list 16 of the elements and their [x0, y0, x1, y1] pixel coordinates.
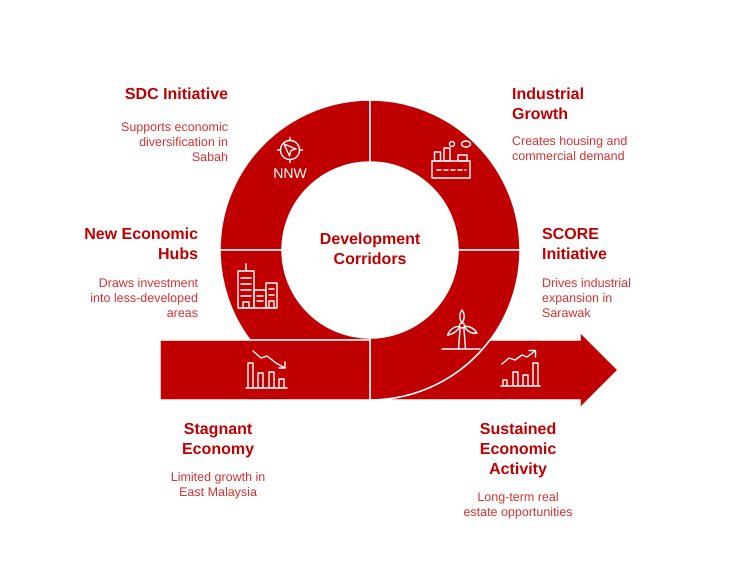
stage-description: Long-term real estate opportunities	[462, 490, 574, 520]
stage-heading: Stagnant Economy	[180, 420, 255, 460]
band-segment	[160, 340, 370, 400]
arrow-segment	[370, 332, 618, 408]
stage-description: Limited growth in East Malaysia	[170, 470, 266, 500]
center-title: Development Corridors	[318, 230, 422, 270]
stage-description: Draws investment into less-developed areas	[89, 276, 198, 321]
stage-heading: Industrial Growth	[512, 85, 586, 125]
stage-heading: New Economic Hubs	[83, 225, 198, 265]
stage-description: Supports economic diversification in Sabah	[120, 120, 228, 165]
stage-heading: SCORE Initiative	[542, 225, 608, 265]
stage-description: Drives industrial expansion in Sarawak	[542, 276, 632, 321]
stage-heading: SDC Initiative	[124, 85, 228, 105]
stage-description: Creates housing and commercial demand	[512, 134, 628, 164]
direction-label: NNW	[273, 165, 307, 181]
stage-heading: Sustained Economic Activity	[478, 420, 558, 480]
